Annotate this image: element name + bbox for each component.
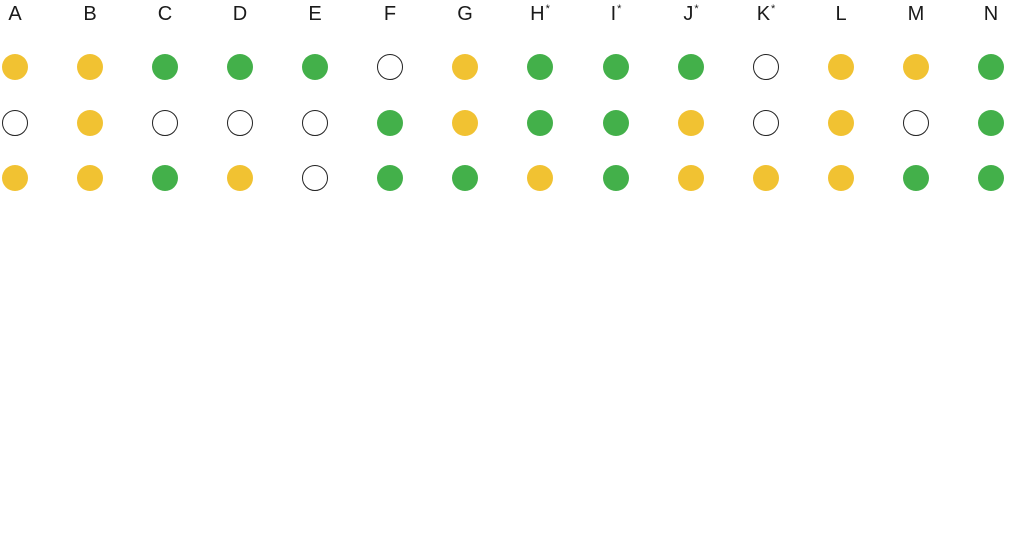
status-dot-empty-row2-d (227, 110, 253, 136)
status-dot-green-row2-n (978, 110, 1004, 136)
column-label: G (457, 3, 473, 25)
column-footnote-mark: * (617, 3, 622, 15)
column-footnote-mark: * (771, 3, 776, 15)
column-label: J (683, 3, 694, 25)
status-dot-green-row3-n (978, 165, 1004, 191)
status-dot-empty-row2-e (302, 110, 328, 136)
status-dot-yellow-row3-h (527, 165, 553, 191)
column-label: I (610, 3, 617, 25)
status-dot-green-row2-i (603, 110, 629, 136)
status-dot-green-row1-n (978, 54, 1004, 80)
status-dot-yellow-row3-d (227, 165, 253, 191)
column-footnote-mark: * (694, 3, 699, 15)
status-dot-yellow-row2-l (828, 110, 854, 136)
status-dot-empty-row2-c (152, 110, 178, 136)
status-dot-yellow-row1-b (77, 54, 103, 80)
status-dot-yellow-row3-j (678, 165, 704, 191)
column-header-c: C (145, 2, 185, 26)
status-dot-yellow-row2-g (452, 110, 478, 136)
status-dot-green-row3-f (377, 165, 403, 191)
status-dot-yellow-row3-a (2, 165, 28, 191)
status-dot-green-row3-c (152, 165, 178, 191)
column-header-b: B (70, 2, 110, 26)
status-dot-empty-row2-m (903, 110, 929, 136)
column-label: M (907, 3, 925, 25)
status-dot-green-row2-h (527, 110, 553, 136)
status-dot-empty-row1-k (753, 54, 779, 80)
status-dot-yellow-row1-g (452, 54, 478, 80)
column-label: C (157, 3, 173, 25)
status-dot-green-row3-m (903, 165, 929, 191)
column-header-g: G (445, 2, 485, 26)
column-label: L (835, 3, 847, 25)
status-dot-green-row1-e (302, 54, 328, 80)
column-label: N (983, 3, 999, 25)
column-header-n: N (971, 2, 1011, 26)
status-dot-yellow-row1-m (903, 54, 929, 80)
column-header-i: I* (596, 2, 636, 29)
status-dot-empty-row1-f (377, 54, 403, 80)
column-footnote-mark: * (545, 3, 550, 15)
status-dot-green-row2-f (377, 110, 403, 136)
status-dot-yellow-row3-b (77, 165, 103, 191)
column-header-m: M (896, 2, 936, 26)
column-header-l: L (821, 2, 861, 26)
column-label: D (232, 3, 248, 25)
status-dot-green-row3-g (452, 165, 478, 191)
status-dot-green-row1-c (152, 54, 178, 80)
column-header-a: A (0, 2, 35, 26)
column-label: F (383, 3, 397, 25)
column-header-k: K* (746, 2, 786, 29)
status-dot-green-row1-j (678, 54, 704, 80)
column-header-d: D (220, 2, 260, 26)
column-label: H (530, 3, 545, 25)
status-dot-yellow-row1-a (2, 54, 28, 80)
status-dot-yellow-row3-l (828, 165, 854, 191)
column-header-f: F (370, 2, 410, 26)
status-dot-yellow-row2-j (678, 110, 704, 136)
status-dot-green-row1-i (603, 54, 629, 80)
column-header-e: E (295, 2, 335, 26)
status-dot-empty-row2-k (753, 110, 779, 136)
status-dot-yellow-row2-b (77, 110, 103, 136)
status-dot-yellow-row1-l (828, 54, 854, 80)
status-dot-empty-row3-e (302, 165, 328, 191)
column-label: B (83, 3, 97, 25)
column-header-h: H* (520, 2, 560, 29)
column-label: A (8, 3, 22, 25)
status-dot-yellow-row3-k (753, 165, 779, 191)
column-header-j: J* (671, 2, 711, 29)
status-dot-green-row1-d (227, 54, 253, 80)
column-label: E (308, 3, 322, 25)
status-dot-green-row3-i (603, 165, 629, 191)
status-dot-empty-row2-a (2, 110, 28, 136)
status-dot-green-row1-h (527, 54, 553, 80)
column-label: K (756, 3, 771, 25)
